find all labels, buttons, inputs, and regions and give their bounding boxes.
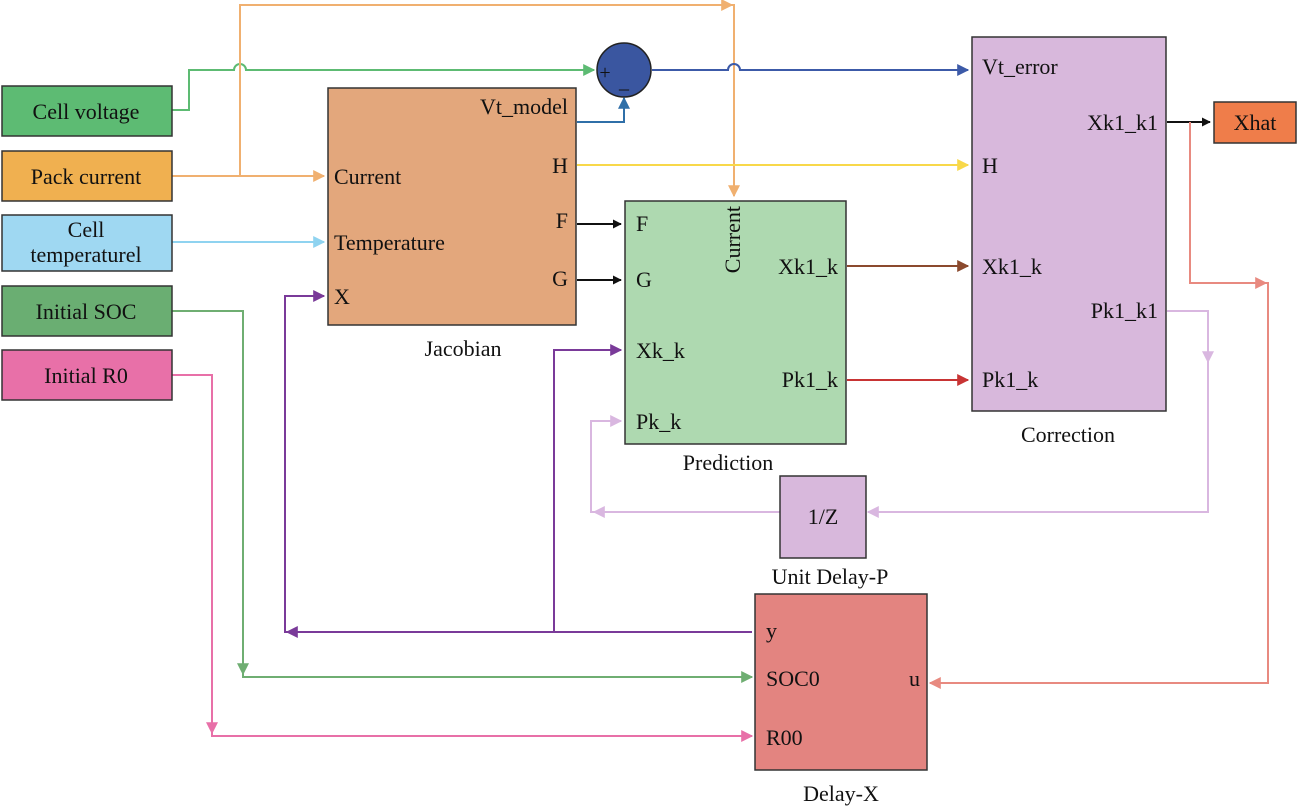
input-cell-voltage-label: Cell voltage bbox=[33, 99, 140, 124]
delay-x-port-soc0: SOC0 bbox=[766, 666, 820, 691]
jacobian-port-h: H bbox=[552, 153, 568, 178]
input-initial-r0[interactable]: Initial R0 bbox=[1, 349, 173, 401]
wire-initial-soc-to-delay bbox=[172, 310, 754, 683]
jacobian-port-current: Current bbox=[334, 164, 401, 189]
jacobian-port-f: F bbox=[556, 208, 568, 233]
wire-unit-delay-to-pk-k bbox=[590, 415, 780, 513]
correction-port-vt-error: Vt_error bbox=[982, 54, 1058, 79]
input-cell-temperature-label-2: temperaturel bbox=[30, 242, 141, 267]
wire-pk1-k1-to-unit-delay bbox=[866, 310, 1209, 518]
input-pack-current-label: Pack current bbox=[31, 164, 142, 189]
correction-block[interactable]: Vt_error H Xk1_k Pk1_k Xk1_k1 Pk1_k1 bbox=[971, 36, 1167, 412]
correction-port-pk1-k: Pk1_k bbox=[982, 367, 1038, 392]
delay-x-port-u: u bbox=[909, 666, 920, 691]
input-cell-voltage[interactable]: Cell voltage bbox=[1, 85, 173, 137]
delay-x-title: Delay-X bbox=[803, 781, 879, 806]
prediction-title: Prediction bbox=[683, 450, 773, 475]
correction-title: Correction bbox=[1021, 422, 1115, 447]
wire-cell-voltage-to-sum bbox=[172, 63, 596, 111]
prediction-port-f: F bbox=[636, 211, 648, 236]
prediction-port-pk1-k: Pk1_k bbox=[782, 367, 838, 392]
wire-sum-to-vt-error bbox=[652, 63, 970, 76]
input-initial-soc[interactable]: Initial SOC bbox=[1, 285, 173, 337]
jacobian-port-temperature: Temperature bbox=[334, 230, 445, 255]
unit-delay-block[interactable]: 1/Z bbox=[779, 475, 867, 559]
jacobian-block[interactable]: Current Temperature X Vt_model H F G bbox=[327, 87, 577, 326]
sum-block[interactable]: + _ bbox=[596, 42, 652, 98]
wire-vt-model-to-sum bbox=[577, 96, 630, 123]
wire-initial-r0-to-delay bbox=[172, 374, 754, 742]
delay-x-port-y: y bbox=[766, 618, 777, 643]
prediction-port-xk-k: Xk_k bbox=[636, 338, 685, 363]
input-initial-soc-label: Initial SOC bbox=[36, 299, 137, 324]
correction-port-pk1-k1: Pk1_k1 bbox=[1091, 298, 1158, 323]
input-initial-r0-label: Initial R0 bbox=[44, 363, 128, 388]
prediction-port-current: Current bbox=[720, 206, 745, 273]
delay-x-block[interactable]: y SOC0 R00 u bbox=[754, 593, 928, 771]
output-xhat-label: Xhat bbox=[1234, 110, 1277, 135]
unit-delay-label: 1/Z bbox=[808, 504, 839, 529]
correction-port-xk1-k1: Xk1_k1 bbox=[1087, 110, 1158, 135]
sum-minus-sign: _ bbox=[618, 71, 630, 93]
prediction-port-pk-k: Pk_k bbox=[636, 409, 681, 434]
input-cell-temperature-label-1: Cell bbox=[68, 217, 105, 242]
jacobian-title: Jacobian bbox=[425, 336, 502, 361]
wire-y-to-prediction-xk-k bbox=[553, 344, 623, 632]
jacobian-port-x: X bbox=[334, 284, 350, 309]
unit-delay-title: Unit Delay-P bbox=[772, 564, 889, 589]
wire-x-feedback-to-delay bbox=[928, 122, 1269, 689]
input-pack-current[interactable]: Pack current bbox=[1, 150, 173, 202]
delay-x-port-r00: R00 bbox=[766, 725, 803, 750]
correction-port-h: H bbox=[982, 153, 998, 178]
sum-plus-sign: + bbox=[599, 62, 610, 84]
jacobian-port-vt-model: Vt_model bbox=[480, 94, 568, 119]
output-xhat[interactable]: Xhat bbox=[1213, 101, 1297, 144]
wire-y-to-jacobian-x bbox=[284, 290, 752, 633]
wire-pack-current-to-prediction bbox=[239, 4, 740, 198]
jacobian-port-g: G bbox=[552, 266, 568, 291]
prediction-port-xk1-k: Xk1_k bbox=[778, 254, 838, 279]
prediction-port-g: G bbox=[636, 267, 652, 292]
prediction-block[interactable]: F G Xk_k Pk_k Current Xk1_k Pk1_k bbox=[624, 200, 847, 445]
correction-port-xk1-k: Xk1_k bbox=[982, 254, 1042, 279]
input-cell-temperature[interactable]: Cell temperaturel bbox=[1, 214, 173, 272]
